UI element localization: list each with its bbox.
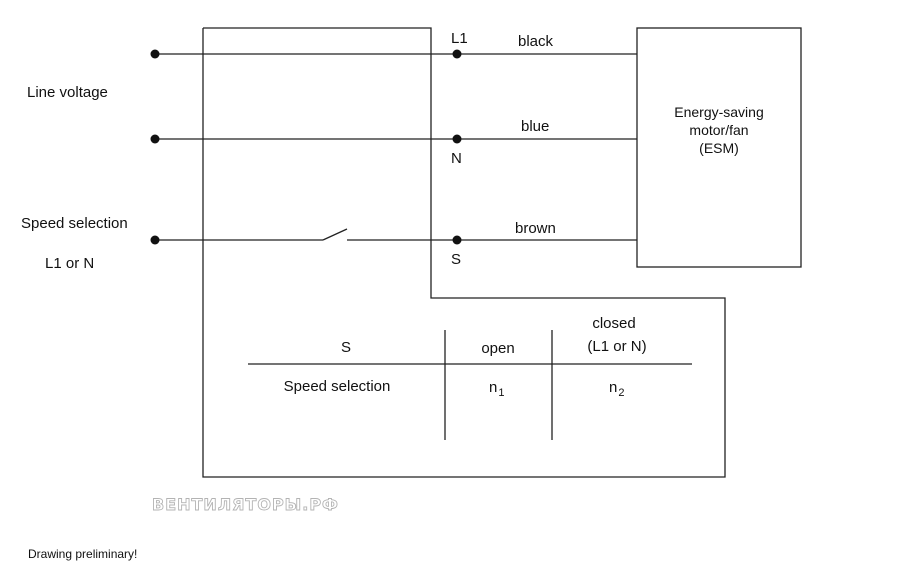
brown-wire-label: brown	[515, 220, 556, 237]
l1-label: L1	[451, 30, 468, 47]
s-terminal	[452, 235, 462, 245]
n-terminal	[452, 134, 462, 144]
motor-label-line1: Energy-saving	[674, 104, 764, 120]
housing-frame	[202, 27, 726, 478]
table-closed-value: n2	[609, 379, 625, 399]
line-n-terminal	[150, 134, 160, 144]
table-header-s: S	[340, 339, 352, 356]
table-row-label: Speed selection	[283, 378, 391, 395]
table-open-value: n1	[489, 379, 505, 399]
table-header-closed-source: (L1 or N)	[587, 338, 647, 355]
blue-wire-label: blue	[521, 118, 550, 135]
motor-label-line2: motor/fan	[689, 122, 749, 138]
speed-selection-label: Speed selection	[21, 215, 128, 232]
n-label: N	[451, 150, 462, 167]
watermark: ВЕНТИЛЯТОРЫ.РФ	[152, 495, 339, 515]
motor-box	[636, 27, 802, 268]
speed-source-label: L1 or N	[45, 255, 95, 272]
speed-switch	[322, 228, 348, 241]
black-wire-label: black	[518, 33, 554, 50]
table-header-closed: closed	[592, 315, 636, 332]
l1-terminal	[452, 49, 462, 59]
footer-note: Drawing preliminary!	[28, 547, 138, 561]
speed-input-terminal	[150, 235, 160, 245]
motor-label: Energy-saving motor/fan (ESM)	[637, 103, 801, 157]
table-header-open: open	[481, 340, 515, 357]
line-l1-terminal	[150, 49, 160, 59]
motor-label-line3: (ESM)	[699, 140, 739, 156]
s-label: S	[451, 251, 462, 268]
line-voltage-label: Line voltage	[27, 84, 108, 101]
